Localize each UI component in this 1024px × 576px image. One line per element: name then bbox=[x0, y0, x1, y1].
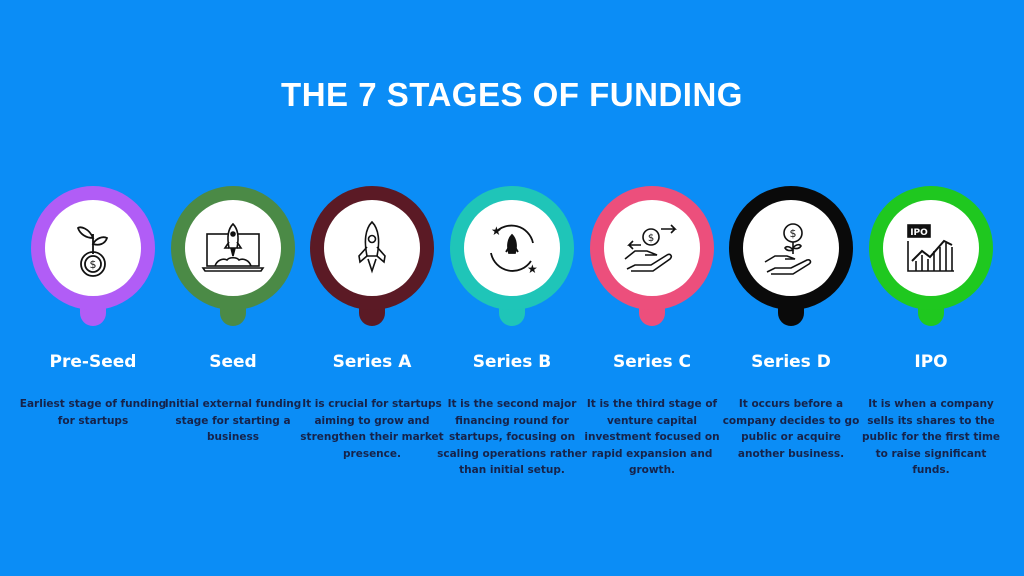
stage-description: Initial external funding stage for start… bbox=[164, 398, 302, 443]
ipo-chart-icon-graphic: IPO bbox=[907, 224, 954, 272]
stage-name: Pre-Seed bbox=[49, 352, 137, 372]
svg-text:$: $ bbox=[648, 233, 654, 244]
rocket-icon-graphic bbox=[358, 220, 386, 274]
stage-description: It occurs before a company decides to go… bbox=[722, 398, 860, 460]
stage-name: Series B bbox=[472, 352, 552, 372]
rocket-icon bbox=[324, 200, 420, 296]
svg-text:$: $ bbox=[790, 227, 797, 240]
stage-description: Earliest stage of funding for startups bbox=[19, 398, 167, 427]
hand-coin-plant-icon-graphic: $ bbox=[764, 223, 812, 275]
hand-coin-plant-icon: $ bbox=[743, 200, 839, 296]
svg-text:★: ★ bbox=[527, 262, 538, 276]
page-title: THE 7 STAGES OF FUNDING bbox=[281, 76, 743, 113]
svg-text:★: ★ bbox=[491, 224, 502, 238]
svg-text:$: $ bbox=[90, 258, 97, 271]
plant-coin-icon-graphic: $ bbox=[76, 226, 109, 277]
svg-text:IPO: IPO bbox=[910, 228, 928, 238]
rocket-orbit-icon: ★★ bbox=[464, 200, 560, 296]
stage-name: IPO bbox=[914, 352, 948, 372]
ipo-chart-icon: IPO bbox=[883, 200, 979, 296]
stage-description: It is when a company sells its shares to… bbox=[861, 398, 1001, 476]
stage-name: Series A bbox=[332, 352, 412, 372]
rocket-orbit-icon-graphic: ★★ bbox=[490, 224, 538, 276]
laptop-rocket-icon-graphic bbox=[201, 222, 265, 272]
laptop-rocket-icon bbox=[185, 200, 281, 296]
stage-name: Series C bbox=[612, 352, 692, 372]
plant-coin-icon: $ bbox=[45, 200, 141, 296]
stage-description: It is the third stage of venture capital… bbox=[584, 398, 720, 476]
hand-money-exchange-icon-graphic: $ bbox=[624, 224, 677, 272]
hand-money-exchange-icon: $ bbox=[604, 200, 700, 296]
stage-name: Series D bbox=[751, 352, 831, 372]
stage-name: Seed bbox=[209, 352, 257, 372]
stage-description: It is the second major financing round f… bbox=[437, 398, 587, 476]
stage-description: It is crucial for startups aiming to gro… bbox=[300, 398, 444, 460]
